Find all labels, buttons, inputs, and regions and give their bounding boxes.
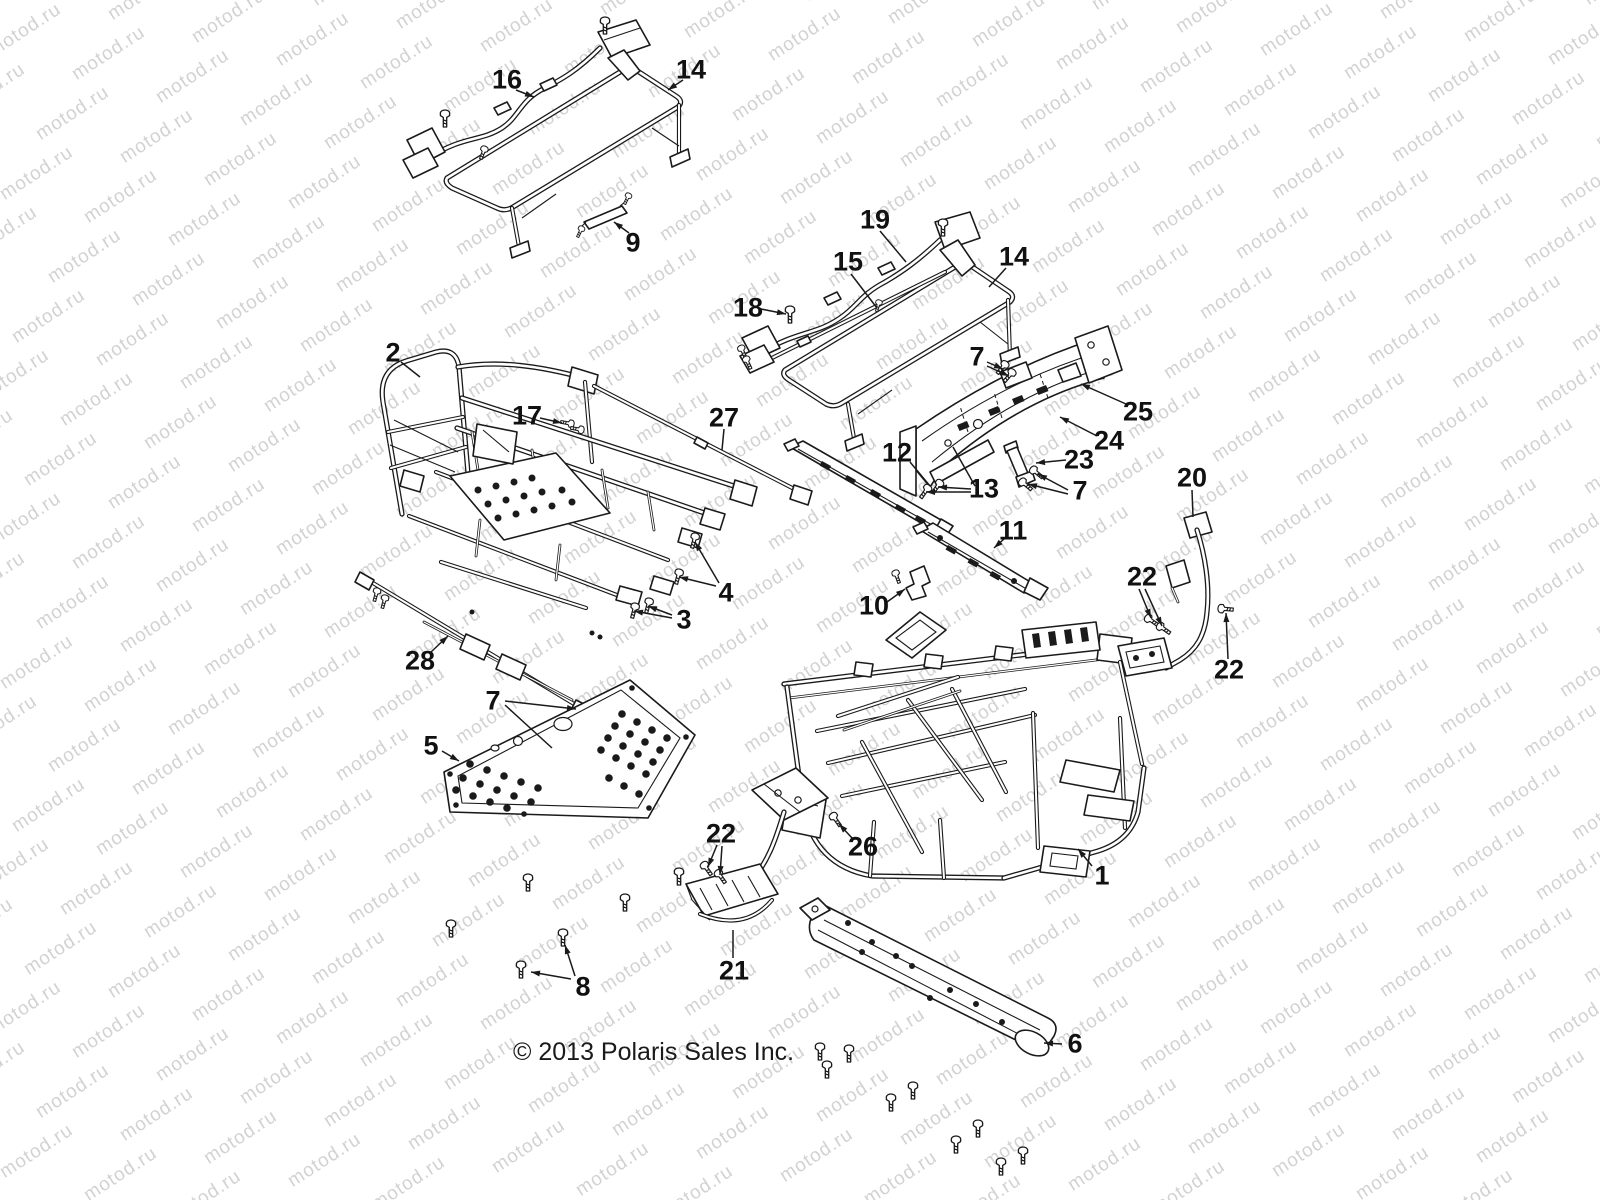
copyright-text: © 2013 Polaris Sales Inc. <box>513 1038 795 1066</box>
part-callout-18: 18 <box>732 292 764 323</box>
part-callout-14: 14 <box>998 241 1030 272</box>
leader-arrowhead-icon <box>614 222 624 230</box>
leader-arrowhead-icon <box>1155 616 1162 626</box>
part-28-cross-bar <box>354 571 605 727</box>
part-callout-26: 26 <box>847 831 879 862</box>
part-10-mount-bracket <box>905 565 931 601</box>
leader-arrowhead-icon <box>839 824 848 833</box>
callout-leader-line <box>504 704 553 749</box>
callout-leader-line <box>879 230 907 263</box>
part-callout-16: 16 <box>491 64 523 95</box>
leader-arrowhead-icon <box>926 489 935 495</box>
leader-arrowhead-icon <box>1044 1040 1054 1047</box>
part-20-support-bracket <box>1117 511 1213 677</box>
part-21-footrest <box>685 767 829 923</box>
leader-arrowhead-icon <box>679 576 689 583</box>
callout-leader-line <box>988 267 1007 288</box>
part-11-support-rail <box>912 521 1049 601</box>
part-callout-10: 10 <box>858 590 890 621</box>
part-callout-17: 17 <box>511 400 543 431</box>
callout-leader-line <box>952 446 976 487</box>
leader-arrowhead-icon <box>695 542 703 552</box>
callout-leader-lines <box>400 79 1230 1047</box>
part-callout-14: 14 <box>675 54 707 85</box>
leader-arrowhead-icon <box>648 606 658 612</box>
leader-arrowhead-icon <box>994 539 1003 548</box>
part-callout-4: 4 <box>718 577 734 608</box>
leader-arrowhead-icon <box>524 90 534 97</box>
part-16-14-cargo-rack-frame <box>402 19 691 259</box>
part-callout-9: 9 <box>625 227 641 258</box>
leader-arrowhead-icon <box>1060 417 1070 424</box>
part-callout-1: 1 <box>1094 860 1110 891</box>
part-2-front-frame <box>379 348 758 640</box>
part-callout-22: 22 <box>1126 561 1158 592</box>
part-callout-21: 21 <box>718 955 750 986</box>
part-callout-3: 3 <box>676 604 692 635</box>
part-callout-19: 19 <box>859 204 891 235</box>
part-callout-11: 11 <box>998 515 1028 546</box>
leader-arrowhead-icon <box>1078 849 1087 858</box>
leader-arrowhead-icon <box>668 82 678 90</box>
part-6-rock-guard <box>799 897 1057 1057</box>
part-27-cross-bar <box>591 383 813 506</box>
part-callout-24: 24 <box>1093 425 1125 456</box>
part-callout-7: 7 <box>1072 475 1088 506</box>
part-callout-20: 20 <box>1176 462 1208 493</box>
callout-leader-line <box>721 428 725 451</box>
part-callout-22: 22 <box>1213 654 1245 685</box>
leader-arrowhead-icon <box>993 362 1003 369</box>
leader-arrowhead-icon <box>1028 483 1038 490</box>
part-callout-8: 8 <box>575 971 591 1002</box>
leader-arrowhead-icon <box>1144 608 1151 618</box>
part-24-25-support-panel <box>899 325 1123 497</box>
leader-arrowhead-icon <box>776 309 786 316</box>
leader-arrowhead-icon <box>938 484 948 491</box>
part-callout-13: 13 <box>968 473 1000 504</box>
leader-arrowhead-icon <box>564 945 571 955</box>
part-callout-12: 12 <box>881 437 913 468</box>
part-19-15-14-cargo-rack-frame <box>739 211 1021 452</box>
callout-leader-line <box>504 700 577 710</box>
part-callout-6: 6 <box>1067 1028 1083 1059</box>
part-callout-25: 25 <box>1122 396 1154 427</box>
callout-leader-line <box>909 461 931 487</box>
part-callout-27: 27 <box>708 402 740 433</box>
leader-arrowhead-icon <box>1036 459 1046 466</box>
callout-leader-line <box>400 361 421 378</box>
part-callout-22: 22 <box>705 818 737 849</box>
part-12-support-rail <box>783 438 954 536</box>
leader-arrowhead-icon <box>566 705 576 711</box>
callout-leader-line <box>1191 489 1194 518</box>
part-1-main-frame <box>781 611 1147 881</box>
leader-arrowhead-icon <box>449 753 459 761</box>
leader-arrowhead-icon <box>1038 474 1048 481</box>
leader-arrowhead-icon <box>1223 613 1230 623</box>
part-callout-15: 15 <box>832 246 864 277</box>
leader-arrowhead-icon <box>439 636 448 645</box>
part-callout-2: 2 <box>385 337 401 368</box>
leader-arrowhead-icon <box>531 970 541 977</box>
leader-arrowhead-icon <box>552 418 562 424</box>
leader-arrowhead-icon <box>895 589 905 597</box>
part-callout-7: 7 <box>969 341 985 372</box>
callout-leader-line <box>850 273 878 309</box>
part-callout-23: 23 <box>1063 444 1095 475</box>
part-5-skid-plate <box>443 679 696 819</box>
leader-arrowhead-icon <box>634 609 644 616</box>
part-callout-28: 28 <box>404 645 436 676</box>
leader-arrowhead-icon <box>999 369 1009 376</box>
leader-arrowhead-icon <box>717 865 724 875</box>
leader-arrowhead-icon <box>1081 384 1091 391</box>
part-callout-7: 7 <box>485 685 501 716</box>
leader-arrowhead-icon <box>708 857 715 867</box>
part-callout-5: 5 <box>423 730 439 761</box>
